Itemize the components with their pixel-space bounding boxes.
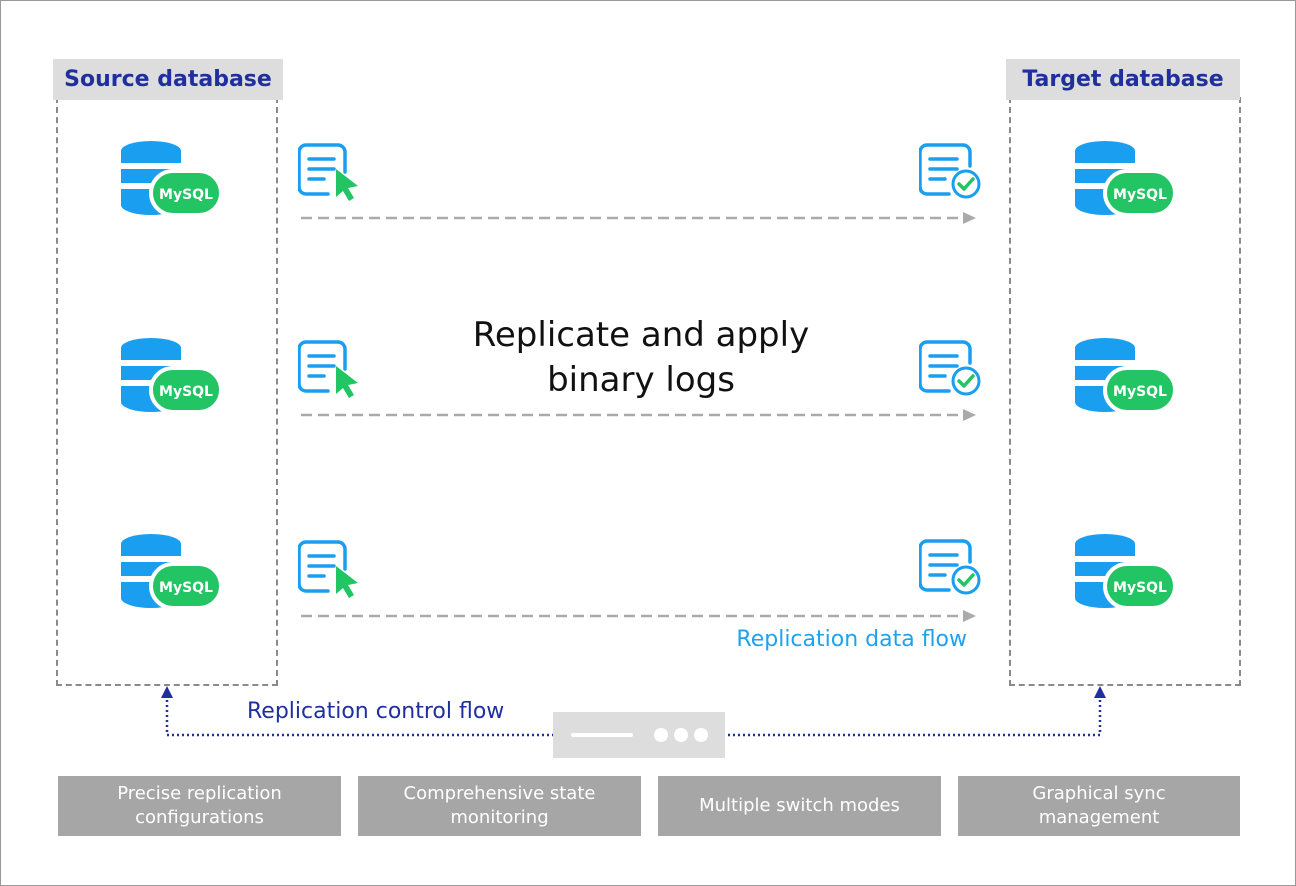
source-database-title: Source database xyxy=(53,59,283,100)
log-file-send-icon xyxy=(298,143,358,201)
target-mysql-database-icon: MySQL xyxy=(1075,141,1177,217)
mysql-badge: MySQL xyxy=(159,580,213,596)
mysql-badge: MySQL xyxy=(1113,187,1167,203)
server-icon xyxy=(553,712,725,758)
replicate-apply-label: Replicate and apply binary logs xyxy=(472,315,810,400)
replication-control-flow-label: Replication control flow xyxy=(247,699,505,724)
log-file-check-icon xyxy=(919,539,981,595)
control-flow-arrow-target xyxy=(1094,686,1106,698)
log-file-check-icon xyxy=(919,143,981,199)
data-flow-arrow-2 xyxy=(301,409,976,421)
feature-multiple-switch-modes: Multiple switch modes xyxy=(658,776,941,836)
mysql-badge: MySQL xyxy=(159,384,213,400)
mysql-badge: MySQL xyxy=(159,187,213,203)
control-flow-arrow-source xyxy=(161,686,173,698)
source-mysql-database-icon: MySQL xyxy=(121,141,223,217)
mysql-badge: MySQL xyxy=(1113,384,1167,400)
log-file-check-icon xyxy=(919,340,981,396)
mysql-badge: MySQL xyxy=(1113,580,1167,596)
data-flow-arrow-3 xyxy=(301,610,976,622)
log-file-send-icon xyxy=(298,340,358,398)
target-database-title: Target database xyxy=(1006,59,1240,100)
replication-data-flow-label: Replication data flow xyxy=(736,627,967,652)
data-flow-arrow-1 xyxy=(301,212,976,224)
control-flow-lines xyxy=(165,697,1102,737)
target-mysql-database-icon: MySQL xyxy=(1075,534,1177,610)
source-mysql-database-icon: MySQL xyxy=(121,338,223,414)
target-mysql-database-icon: MySQL xyxy=(1075,338,1177,414)
log-file-send-icon xyxy=(298,540,358,598)
source-mysql-database-icon: MySQL xyxy=(121,534,223,610)
